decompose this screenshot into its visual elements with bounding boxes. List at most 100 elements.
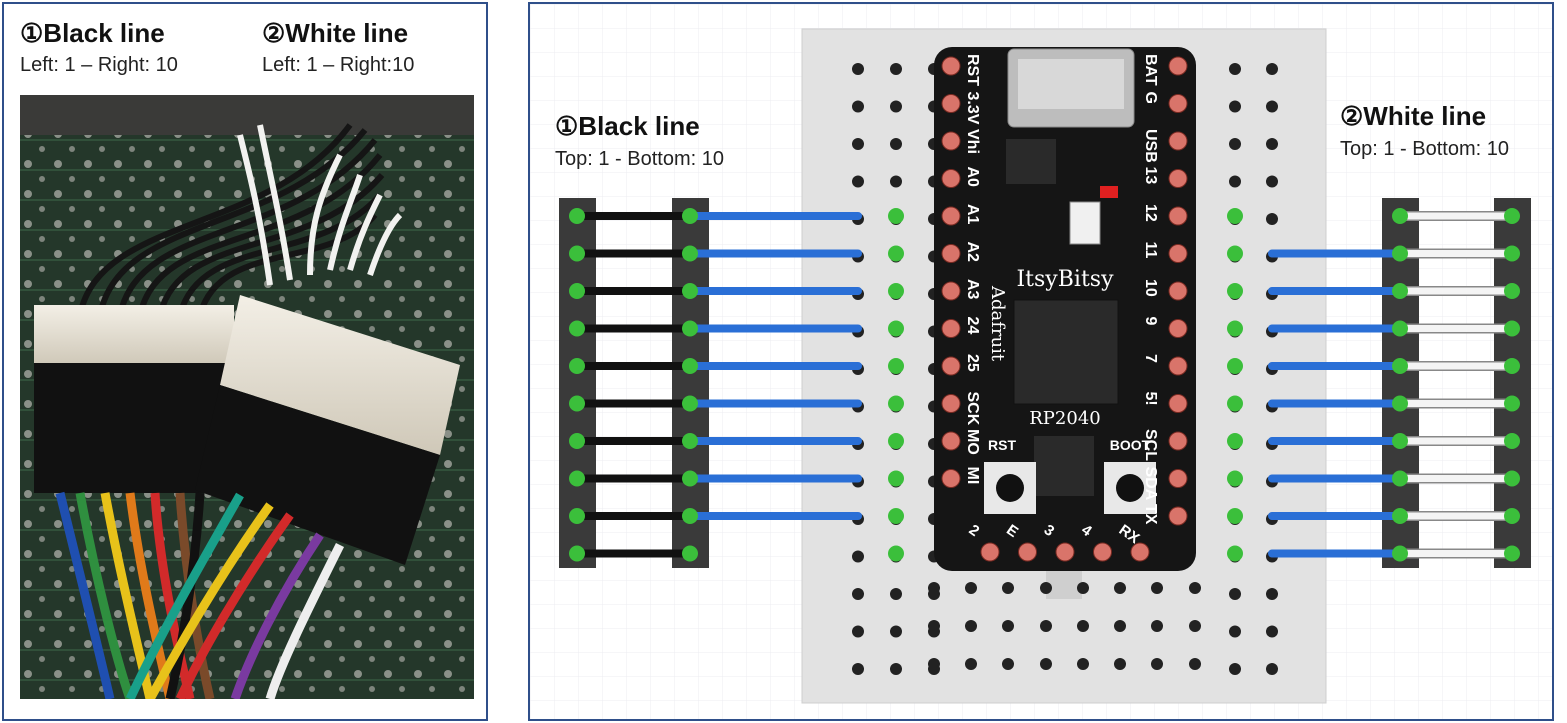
pin-labels: RST3.3VVhiA0A1A2A32425SCKMOMIBATGUSB1312…	[964, 54, 1159, 547]
breadboard-hole	[890, 588, 902, 600]
header-pin	[682, 433, 698, 449]
white-line-order: Left: 1 – Right:10	[262, 54, 415, 76]
photo-panel: ①Black line Left: 1 – Right: 10 ②White l…	[2, 2, 488, 721]
header-pin	[569, 545, 585, 562]
header-pin	[569, 508, 585, 524]
breadboard-hole	[1266, 100, 1278, 113]
header-pin	[1504, 470, 1520, 487]
header-pin	[682, 470, 698, 487]
connected-hole	[888, 508, 904, 524]
board-pad	[941, 56, 961, 76]
header-pin	[1392, 358, 1408, 374]
breadboard-hole	[1229, 63, 1241, 75]
board-pad	[1018, 542, 1037, 562]
header-pin	[1504, 433, 1520, 449]
breadboard-hole	[965, 620, 977, 632]
header-pin	[1504, 320, 1520, 337]
breadboard-hole	[928, 582, 940, 594]
board-pad	[1168, 169, 1188, 188]
pin-label: MO	[964, 429, 981, 455]
breadboard-hole	[1189, 582, 1201, 594]
white-line-title: ②White line	[262, 18, 409, 48]
breadboard-hole	[852, 175, 864, 188]
connected-hole	[1227, 320, 1243, 337]
breadboard-hole	[852, 100, 864, 113]
chip-label: RP2040	[1029, 408, 1100, 429]
breadboard-hole	[852, 550, 864, 563]
board-pad	[941, 431, 961, 451]
connected-hole	[1227, 395, 1243, 412]
header-pin	[1504, 283, 1520, 299]
connected-hole	[1227, 358, 1243, 374]
breadboard-hole	[1189, 620, 1201, 632]
pin-label: SCK	[964, 392, 981, 426]
board-pad	[1168, 469, 1188, 488]
breadboard-hole	[1040, 582, 1052, 594]
header-pin	[682, 358, 698, 374]
pin-label: 5!	[1142, 392, 1159, 406]
connected-hole	[1227, 470, 1243, 487]
board-pad	[980, 542, 1000, 562]
header-pin	[682, 508, 698, 524]
breadboard-hole	[1266, 663, 1278, 675]
pin-label: BAT	[1142, 54, 1159, 86]
breadboard-hole	[1077, 658, 1089, 670]
board-pads	[941, 56, 1188, 562]
header-pin	[682, 283, 698, 299]
pin-label: SDA	[1142, 467, 1159, 501]
board-pad	[941, 94, 961, 113]
boot-button-cap	[1116, 474, 1144, 502]
breadboard-hole	[890, 663, 902, 675]
header-pin	[1504, 208, 1520, 224]
breadboard-hole	[1040, 620, 1052, 632]
board-pad	[1093, 542, 1112, 562]
breadboard-hole	[1077, 620, 1089, 632]
breadboard-hole	[1229, 663, 1241, 675]
pin-label: 9	[1142, 317, 1159, 326]
usb-port	[1018, 59, 1124, 109]
board-pad	[941, 206, 961, 226]
black-line-title: ①Black line	[20, 18, 165, 48]
connected-hole	[888, 245, 904, 262]
breadboard-hole	[965, 658, 977, 670]
header-pin	[569, 208, 585, 224]
header-pin	[1392, 545, 1408, 562]
breadboard-hole	[1114, 620, 1126, 632]
board-pad	[1168, 506, 1188, 526]
header-pin	[569, 395, 585, 412]
pin-label: 3.3V	[964, 92, 981, 125]
board-pad	[941, 169, 961, 188]
board-pad	[941, 356, 961, 376]
breadboard-hole	[1151, 620, 1163, 632]
breadboard-hole	[852, 63, 864, 75]
header-pin	[682, 245, 698, 262]
flash-chip	[1034, 436, 1094, 496]
header-pin	[569, 470, 585, 487]
header-pin	[569, 245, 585, 262]
header-pin	[1504, 545, 1520, 562]
header-pin	[682, 395, 698, 412]
breadboard-hole	[1266, 63, 1278, 75]
breadboard-hole	[965, 582, 977, 594]
breadboard-hole	[1266, 625, 1278, 638]
breadboard-hole	[1266, 588, 1278, 600]
breadboard-hole	[890, 100, 902, 113]
pin-label: A2	[964, 242, 981, 263]
board-pad	[1168, 394, 1188, 413]
breadboard-hole	[890, 175, 902, 188]
board-name: ItsyBitsy	[1016, 267, 1114, 292]
board-pad	[1168, 56, 1188, 76]
breadboard-hole	[852, 663, 864, 675]
breadboard-notch	[1046, 569, 1082, 599]
breadboard-hole	[1151, 658, 1163, 670]
breadboard-hole	[852, 588, 864, 600]
header-pin	[1392, 433, 1408, 449]
white-line-title: ②White line	[1340, 101, 1486, 131]
board-pad	[1168, 431, 1188, 451]
pin-label: TX	[1142, 504, 1159, 525]
breadboard-hole	[928, 658, 940, 670]
pin-label: 25	[964, 354, 981, 372]
pin-label: 13	[1142, 167, 1159, 185]
breadboard-hole	[1266, 213, 1278, 225]
